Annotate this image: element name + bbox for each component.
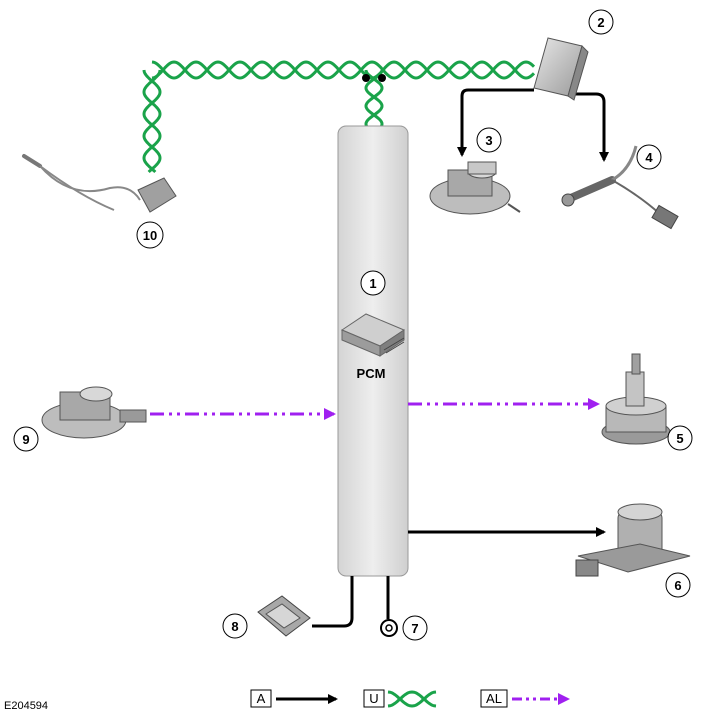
component-8-fuse — [257, 595, 311, 637]
component-6-pump — [575, 503, 691, 577]
pcm-chip-icon — [340, 313, 406, 357]
twisted-pair-strand — [387, 690, 437, 708]
callout-3: 3 — [485, 133, 492, 148]
component-5-injector — [601, 353, 671, 445]
legend-label-al: AL — [486, 691, 502, 706]
callout-7: 7 — [411, 621, 418, 636]
callout-4: 4 — [645, 150, 653, 165]
callout-5: 5 — [676, 431, 683, 446]
wires-a — [312, 88, 609, 628]
callout-6: 6 — [674, 578, 681, 593]
component-10-sensor — [22, 154, 177, 213]
component-7-ground — [380, 619, 398, 637]
twisted-pair-strand — [364, 69, 384, 127]
pcm-module: 1 PCM — [337, 125, 409, 577]
junction-dot — [362, 74, 370, 82]
junction-dot — [378, 74, 386, 82]
figure-id: E204594 — [4, 700, 49, 712]
component-9-sensor — [41, 386, 147, 439]
legend-label-a: A — [257, 691, 266, 706]
twisted-pair-strand — [142, 69, 162, 174]
twisted-pair-strand — [142, 69, 162, 174]
callout-9: 9 — [22, 432, 29, 447]
callout-8: 8 — [231, 619, 238, 634]
twisted-pair-bus — [142, 60, 536, 174]
legend-label-u: U — [369, 691, 378, 706]
callout-2: 2 — [597, 15, 604, 30]
signals-al — [150, 398, 600, 420]
twisted-pair-strand — [151, 60, 536, 80]
callout-10: 10 — [143, 228, 157, 243]
callout-1: 1 — [369, 276, 376, 291]
pcm-label: PCM — [357, 366, 386, 381]
component-3-sensor — [429, 161, 521, 215]
component-4-sensor — [561, 145, 679, 230]
twisted-pair-strand — [387, 690, 437, 708]
component-2-module — [533, 37, 589, 101]
legend: A U AL — [250, 689, 570, 708]
legend-twisted-pair-sample — [387, 690, 437, 708]
